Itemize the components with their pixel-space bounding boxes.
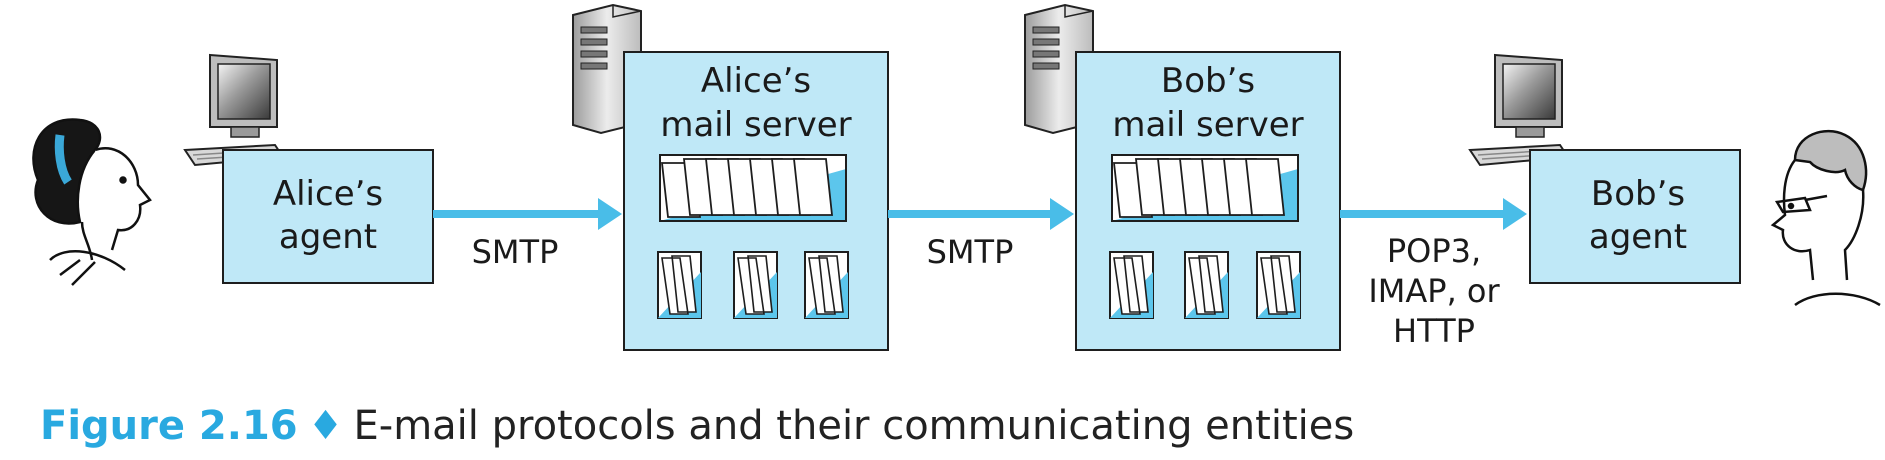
smtp-label-2: SMTP	[927, 233, 1014, 271]
mailbox-icon	[733, 251, 778, 319]
message-queue-icon	[1111, 154, 1299, 222]
alice-agent-label-line2: agent	[279, 217, 377, 257]
alice-mail-server-node: Alice’s mail server	[623, 51, 889, 351]
alice-agent-node: Alice’s agent	[222, 149, 434, 284]
pop3-imap-http-arrow: POP3, IMAP, or HTTP	[1340, 198, 1527, 350]
alice-person-icon	[32, 118, 152, 286]
figure-number: Figure 2.16	[40, 403, 298, 449]
caption-text: E-mail protocols and their communicating…	[353, 403, 1355, 449]
bob-mail-server-node: Bob’s mail server	[1075, 51, 1341, 351]
mailbox-icon	[1184, 251, 1229, 319]
figure-caption: Figure 2.16♦E-mail protocols and their c…	[40, 403, 1354, 449]
mailbox-icon	[657, 251, 702, 319]
mailbox-icon	[1109, 251, 1154, 319]
access-protocol-label-line1: POP3,	[1387, 232, 1481, 270]
mailbox-icon	[804, 251, 849, 319]
bob-server-label-line1: Bob’s	[1161, 61, 1255, 101]
smtp-arrow-2: SMTP	[888, 198, 1074, 271]
mailbox-icon	[1256, 251, 1301, 319]
bob-agent-label-line2: agent	[1589, 217, 1687, 257]
smtp-arrow-1: SMTP	[433, 198, 622, 271]
alice-server-label-line2: mail server	[660, 105, 851, 145]
email-protocols-diagram: Alice’s agent SMTP Alice’s mail server	[32, 3, 1881, 351]
caption-separator-icon: ♦	[307, 403, 344, 449]
smtp-label-1: SMTP	[472, 233, 559, 271]
access-protocol-label-line3: HTTP	[1393, 312, 1475, 350]
bob-server-label-line2: mail server	[1112, 105, 1303, 145]
desktop-computer-icon	[1468, 53, 1570, 167]
desktop-computer-icon	[183, 53, 285, 167]
alice-agent-label-line1: Alice’s	[273, 174, 383, 214]
bob-agent-node: Bob’s agent	[1529, 149, 1741, 284]
message-queue-icon	[659, 154, 847, 222]
bob-person-icon	[1770, 129, 1881, 307]
alice-server-label-line1: Alice’s	[701, 61, 811, 101]
access-protocol-label-line2: IMAP, or	[1368, 272, 1500, 310]
bob-agent-label-line1: Bob’s	[1591, 174, 1685, 214]
